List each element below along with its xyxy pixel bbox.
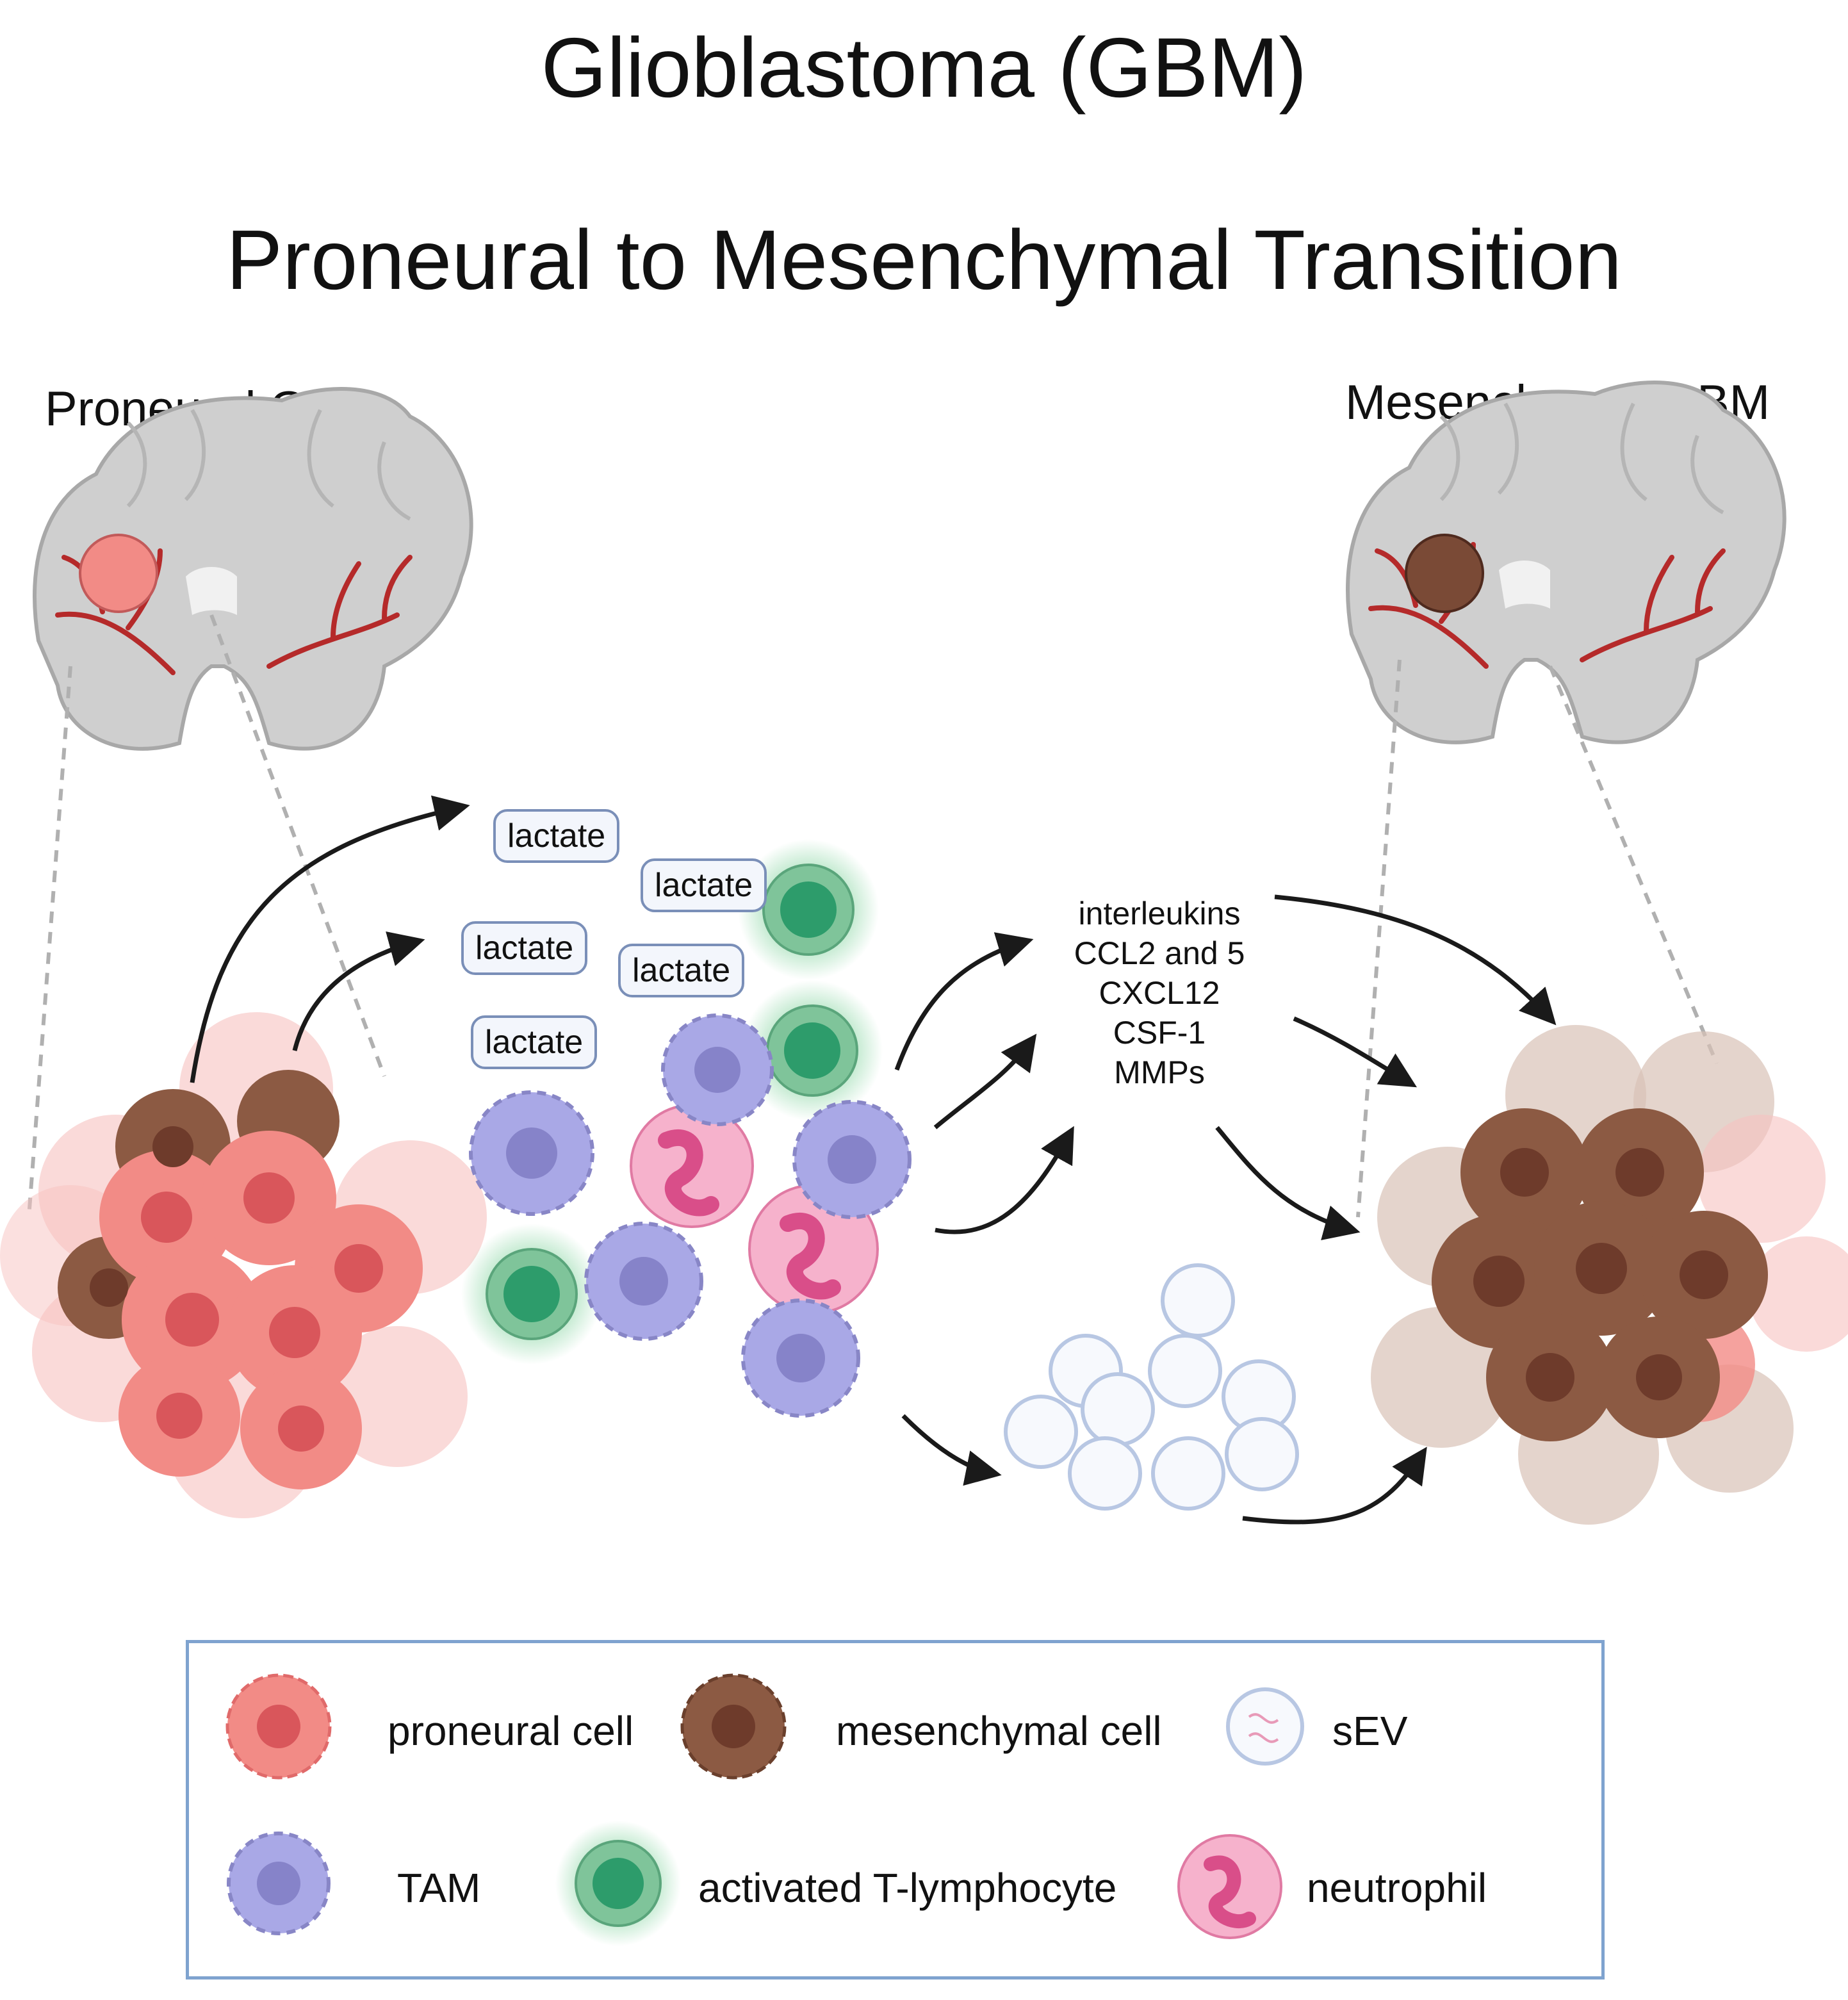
t-lymphocyte-icon [555, 1821, 681, 1946]
lactate-label: lactate [641, 858, 767, 912]
cytokine-list: interleukins CCL2 and 5 CXCL12 CSF-1 MMP… [1025, 894, 1294, 1092]
neutrophil-icon [1177, 1834, 1282, 1939]
legend-proneural: proneural cell [388, 1708, 634, 1754]
lactate-label: lactate [461, 921, 588, 975]
legend-neutrophil: neutrophil [1307, 1865, 1487, 1911]
sev-icon [1226, 1687, 1304, 1766]
legend: proneural cell mesenchymal cell sEV TAM … [186, 1640, 1605, 1980]
legend-sev: sEV [1332, 1708, 1408, 1754]
tumor-icon [79, 534, 158, 613]
proneural-cell-icon [225, 1673, 332, 1780]
cytokine-item: CSF-1 [1113, 1015, 1206, 1051]
arrows [190, 795, 1557, 1525]
cytokine-item: CXCL12 [1099, 975, 1220, 1011]
legend-tcell: activated T-lymphocyte [698, 1865, 1117, 1911]
legend-mesenchymal: mesenchymal cell [836, 1708, 1162, 1754]
lactate-label: lactate [618, 944, 745, 997]
t-lymphocyte-group [461, 839, 883, 1365]
tumor-icon [1405, 534, 1484, 613]
cytokine-item: CCL2 and 5 [1074, 935, 1245, 971]
cytokine-item: interleukins [1078, 896, 1241, 931]
proneural-cluster [0, 1012, 487, 1518]
page-subtitle: Proneural to Mesenchymal Transition [225, 213, 1623, 307]
sev-group [1004, 1263, 1299, 1511]
legend-tam: TAM [397, 1865, 481, 1911]
tam-icon [227, 1832, 331, 1935]
lactate-label: lactate [471, 1015, 598, 1069]
mesenchymal-cluster [1371, 1025, 1848, 1525]
page-title: Glioblastoma (GBM) [541, 20, 1307, 115]
brain-right [1346, 381, 1787, 744]
mesenchymal-cell-icon [680, 1673, 787, 1780]
cytokine-item: MMPs [1114, 1054, 1205, 1090]
lactate-label: lactate [493, 809, 620, 863]
brain-left [33, 387, 473, 751]
zoom-lines [27, 614, 1719, 1218]
